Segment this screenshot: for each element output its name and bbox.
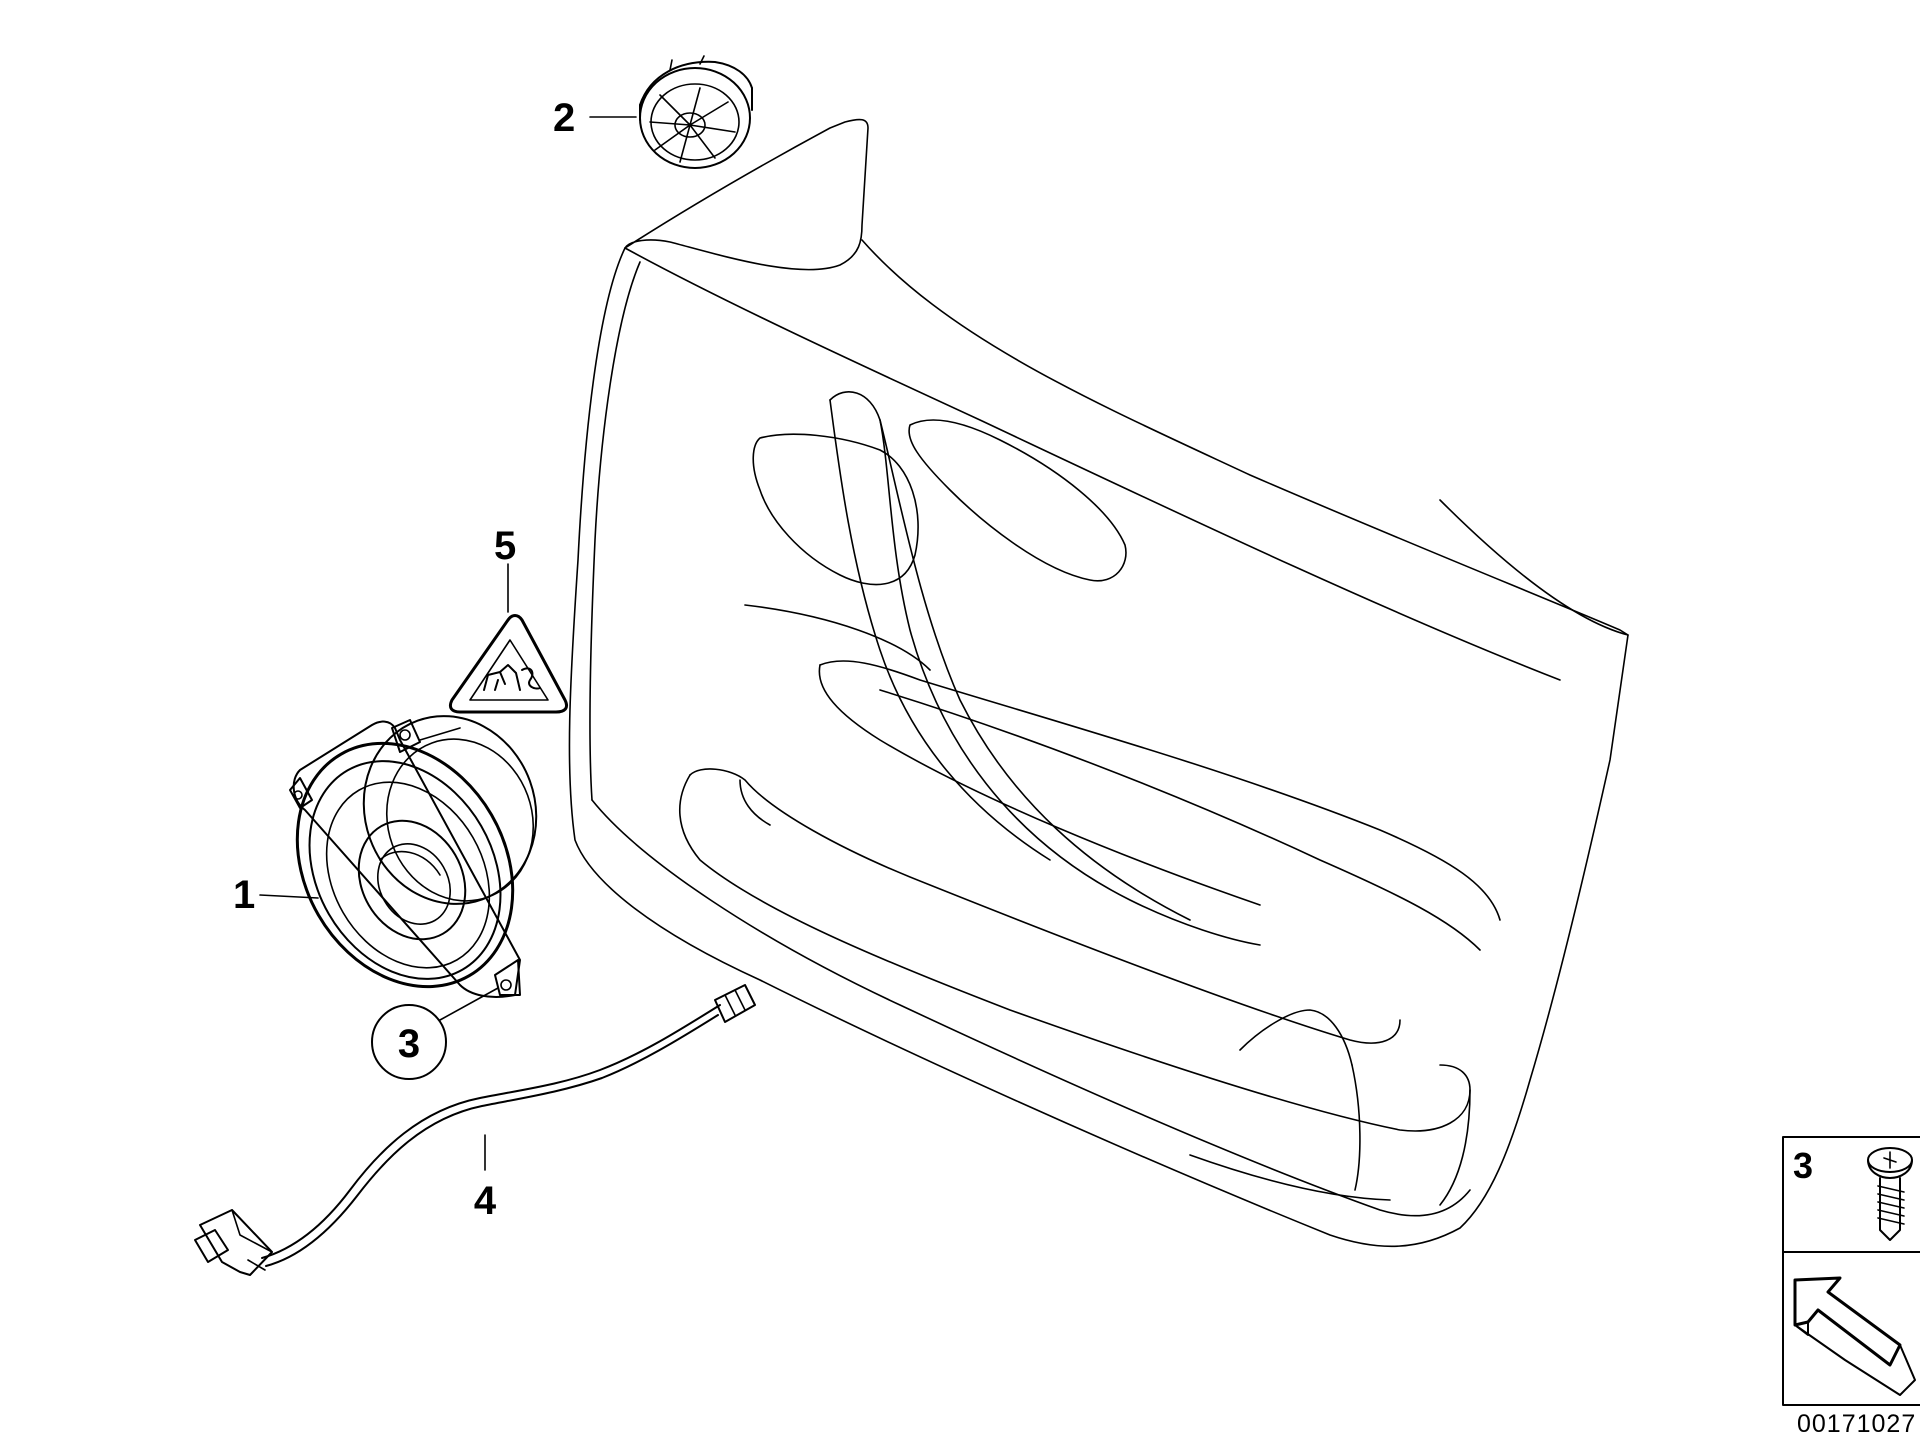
legend-screw-number: 3 (1793, 1145, 1813, 1186)
arrow-icon (1793, 1276, 1916, 1396)
door-trim-panel[interactable] (568, 118, 1629, 1248)
callout-5: 5 (494, 524, 516, 568)
callout-4: 4 (474, 1179, 497, 1223)
screw-icon (1867, 1147, 1913, 1241)
callout-3-circle (371, 1004, 447, 1080)
callout-leaders (259, 116, 637, 1171)
callout-1: 1 (233, 873, 255, 917)
cable-connector-straight (714, 984, 756, 1023)
warning-label-triangle[interactable] (448, 614, 569, 714)
document-number: 00171027 (1797, 1410, 1916, 1438)
cable-plug-angled (194, 1209, 273, 1276)
tweeter-speaker[interactable] (639, 55, 753, 169)
callout-3: 3 (398, 1022, 420, 1066)
legend-box: 3 (1782, 1136, 1920, 1406)
callout-2: 2 (553, 96, 575, 140)
speaker-cable[interactable] (194, 984, 756, 1276)
door-speaker[interactable] (254, 692, 562, 1026)
